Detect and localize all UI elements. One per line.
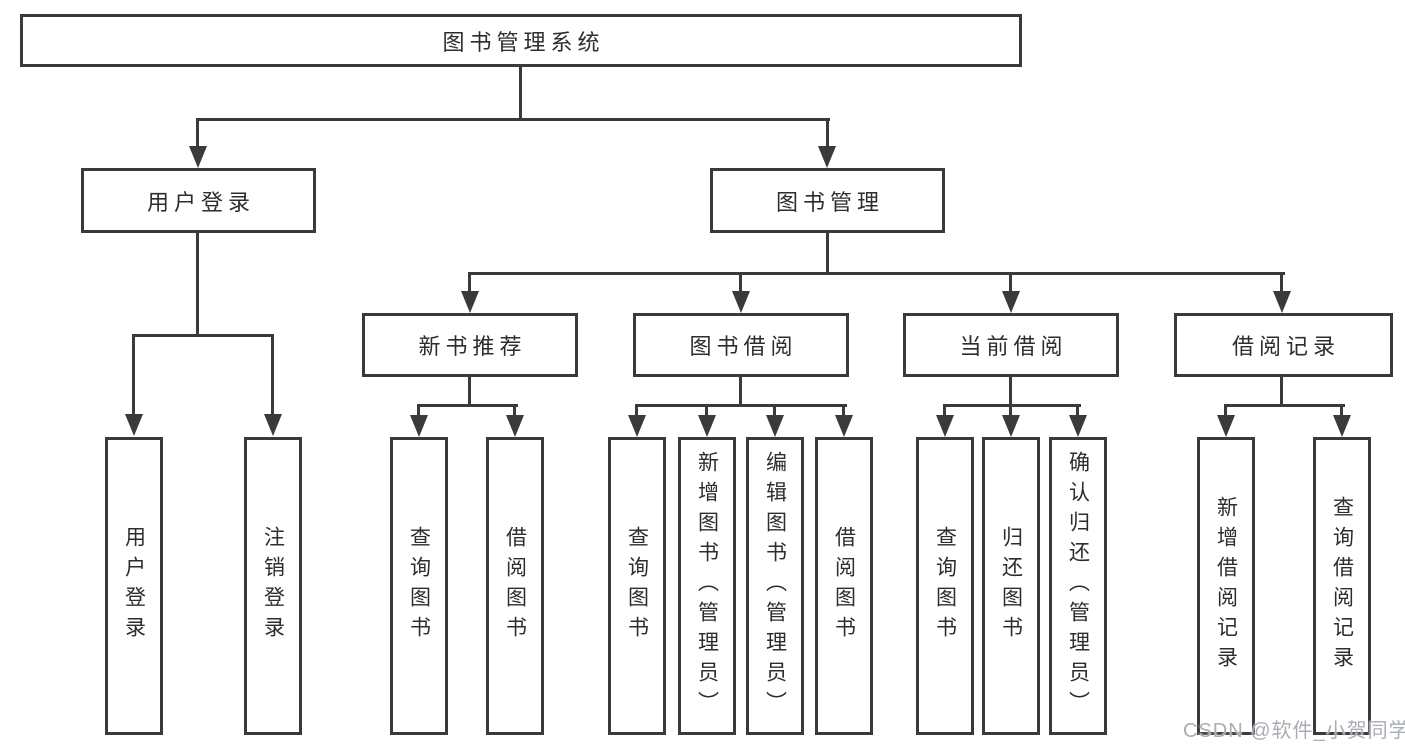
connector-records-distribution [1224,404,1345,407]
arrow-down-icon [1002,291,1020,313]
connector-current-distribution [943,404,1081,407]
leaf-logout-login: 注销登录 [244,437,302,735]
node-label: 当前借阅 [959,334,1068,359]
connector-recommend-distribution [417,404,518,407]
node-library-management-system: 图书管理系统 [20,14,1022,67]
leaf-confirm-return-admin: 确认归还（管理员） [1049,437,1107,735]
leaf-label: 确认归还（管理员） [1066,451,1090,721]
connector-recommend-stem [468,377,471,407]
leaf-label: 编辑图书（管理员） [763,451,787,721]
node-label: 用户登录 [146,189,255,215]
node-current-borrowing: 当前借阅 [903,313,1119,377]
leaf-label: 查询图书 [933,526,957,646]
connector-leaf-drop [705,406,708,417]
connector-to-borrowing-records [1280,274,1283,293]
node-label: 图书管理系统 [442,29,605,55]
arrow-down-icon [818,146,836,168]
leaf-borrow-books-borrowing: 借阅图书 [815,437,873,735]
connector-records-stem [1280,377,1283,407]
connector-to-leaf-user-login [132,336,135,416]
leaf-label: 用户登录 [122,526,146,646]
connector-leaf-drop [1340,406,1343,417]
leaf-query-books-current: 查询图书 [916,437,974,735]
connector-leaf-drop [1076,406,1079,417]
connector-root-stem [519,67,522,120]
arrow-down-icon [835,415,853,437]
leaf-label: 新增借阅记录 [1214,496,1238,676]
arrow-down-icon [698,415,716,437]
connector-to-book-borrowing [739,274,742,293]
connector-leaf-drop [842,406,845,417]
leaf-label: 借阅图书 [503,526,527,646]
leaf-label: 注销登录 [261,526,285,646]
connector-leaf-drop [417,406,420,417]
node-book-borrowing: 图书借阅 [633,313,849,377]
watermark-text: CSDN @软件_小贺同学 [1183,720,1405,742]
arrow-down-icon [264,414,282,436]
connector-root-to-user-login [196,120,199,147]
arrow-down-icon [410,415,428,437]
leaf-query-books-recommend: 查询图书 [390,437,448,735]
leaf-query-borrow-record: 查询借阅记录 [1313,437,1371,735]
arrow-down-icon [936,415,954,437]
connector-leaf-drop [943,406,946,417]
arrow-down-icon [189,146,207,168]
connector-user-login-distribution [132,334,274,337]
connector-current-stem [1009,377,1012,407]
arrow-down-icon [1333,415,1351,437]
leaf-return-books: 归还图书 [982,437,1040,735]
connector-leaf-drop [773,406,776,417]
arrow-down-icon [1002,415,1020,437]
leaf-add-borrow-record: 新增借阅记录 [1197,437,1255,735]
connector-leaf-drop [513,406,516,417]
arrow-down-icon [628,415,646,437]
leaf-label: 新增图书（管理员） [695,451,719,721]
arrow-down-icon [1217,415,1235,437]
connector-leaf-drop [1009,406,1012,417]
connector-leaf-drop [1224,406,1227,417]
node-new-book-recommendation: 新书推荐 [362,313,578,377]
arrow-down-icon [732,291,750,313]
leaf-label: 查询图书 [407,526,431,646]
leaf-borrow-books-recommend: 借阅图书 [486,437,544,735]
leaf-user-login: 用户登录 [105,437,163,735]
connector-leaf-drop [635,406,638,417]
connector-root-distribution [196,118,830,121]
connector-to-current-borrowing [1009,274,1012,293]
leaf-add-books-admin: 新增图书（管理员） [678,437,736,735]
connector-borrowing-stem [739,377,742,407]
arrow-down-icon [1273,291,1291,313]
node-label: 图书借阅 [689,334,798,359]
connector-book-management-distribution [468,272,1285,275]
node-label: 新书推荐 [418,334,527,359]
node-book-management: 图书管理 [710,168,945,233]
leaf-label: 查询图书 [625,526,649,646]
node-borrowing-records: 借阅记录 [1174,313,1393,377]
connector-to-leaf-logout [271,336,274,416]
node-user-login: 用户登录 [81,168,316,233]
arrow-down-icon [1069,415,1087,437]
arrow-down-icon [506,415,524,437]
node-label: 借阅记录 [1231,334,1340,359]
arrow-down-icon [766,415,784,437]
connector-to-new-book-recommendation [468,274,471,293]
leaf-edit-books-admin: 编辑图书（管理员） [746,437,804,735]
connector-borrowing-distribution [635,404,847,407]
arrow-down-icon [461,291,479,313]
leaf-label: 归还图书 [999,526,1023,646]
connector-root-to-book-management [826,120,829,147]
node-label: 图书管理 [775,189,884,215]
leaf-label: 借阅图书 [832,526,856,646]
arrow-down-icon [125,414,143,436]
connector-user-login-stem [196,233,199,336]
leaf-query-books-borrowing: 查询图书 [608,437,666,735]
leaf-label: 查询借阅记录 [1330,496,1354,676]
connector-book-management-stem [826,233,829,275]
